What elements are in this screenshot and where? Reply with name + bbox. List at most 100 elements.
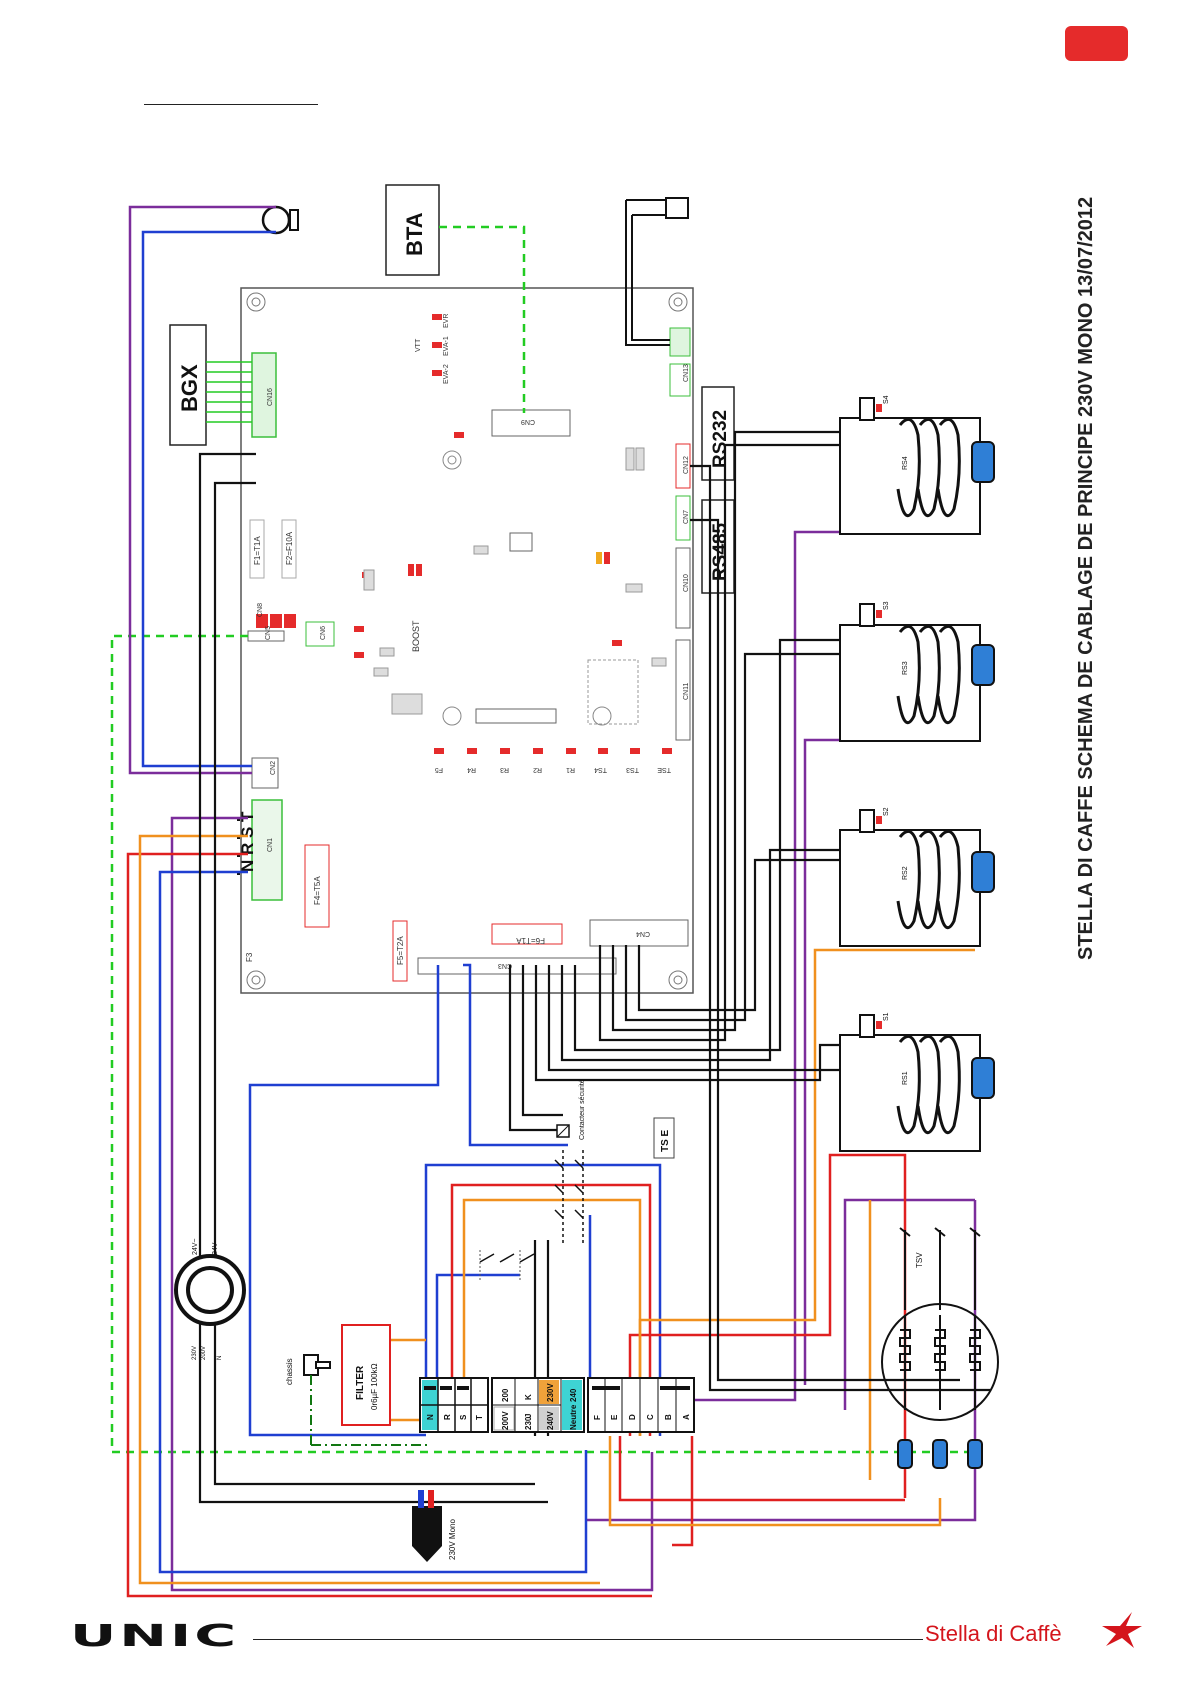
thermal-switch-icon — [479, 1253, 535, 1263]
terminal-d: D — [628, 1414, 637, 1420]
heater-group-2 — [839, 809, 995, 947]
vtt-label: VTT — [415, 338, 422, 352]
transformer-out-1: 230V — [192, 1346, 198, 1360]
heater-rs1-label: RS1 — [902, 1071, 909, 1085]
terminal-r: R — [443, 1414, 452, 1420]
cn16-label: CN16 — [267, 388, 274, 406]
probe-s2-label: S2 — [883, 807, 890, 816]
transformer-out-2: 200V — [201, 1346, 207, 1360]
filter-value: 0r6µF 100kΩ — [370, 1363, 379, 1410]
star-icon — [1102, 1612, 1142, 1648]
led-label-ts3: TS3 — [626, 766, 639, 773]
led-label-r2: R2 — [533, 766, 542, 773]
cn2-label: CN2 — [270, 761, 277, 775]
eva2-label: EVA-2 — [443, 364, 450, 384]
cn3-label: CN3 — [498, 962, 512, 969]
f3-label: F3 — [245, 952, 254, 962]
fuse-f4-label: F4=T5A — [313, 876, 322, 905]
led-label-f5: F5 — [435, 766, 443, 773]
bta-module: BTA — [385, 184, 440, 276]
heater-group-1 — [839, 1014, 995, 1152]
mains-plug-icon: 230V Mono — [412, 1490, 457, 1562]
transformer-in-1: 24V~ — [192, 1238, 199, 1255]
unic-logo: UNIC — [70, 1618, 240, 1654]
heater-rs3-label: RS3 — [902, 661, 909, 675]
page-tab-marker — [1065, 26, 1128, 61]
cn11-label: CN11 — [683, 683, 690, 700]
fuse-f2-label: F2=F10A — [285, 531, 294, 565]
terminal-j: J — [524, 1414, 533, 1418]
rs485-label: RS485 — [710, 522, 731, 581]
terminal-s: S — [459, 1414, 468, 1420]
transformer-in-2: 24V~ — [212, 1238, 219, 1255]
led-label-tse: TSE — [657, 766, 671, 773]
footer-rule — [253, 1639, 923, 1640]
terminal-a: A — [682, 1414, 691, 1420]
cn13-label: CN13 — [683, 364, 690, 382]
led-label-r3: R3 — [500, 766, 509, 773]
cn7-label: CN7 — [683, 510, 690, 524]
probe-s1-label: S1 — [883, 1012, 890, 1021]
emi-filter: FILTER 0r6µF 100kΩ — [341, 1324, 391, 1426]
control-board: BOOST F1=T1A F2=F10A F4=T5A F5=T2A F6=T1… — [237, 287, 694, 994]
flowmeter-icon — [261, 205, 299, 235]
rs232-module: RS232 — [701, 386, 735, 481]
cn12-label: CN12 — [683, 456, 690, 474]
mains-label: 230V Mono — [448, 1519, 457, 1560]
evr-label: EVR — [443, 314, 450, 328]
heater-group-3 — [839, 603, 995, 742]
cn6-label: CN6 — [320, 626, 327, 640]
terminal-k: K — [524, 1394, 533, 1400]
terminal-neutre: Neutre — [569, 1404, 578, 1430]
header-rule — [144, 104, 318, 105]
cn9-label: CN9 — [521, 418, 535, 425]
level-probe-connector — [625, 197, 689, 346]
tse-label: TS E — [660, 1129, 671, 1152]
tse-thermostat: TS E — [653, 1117, 675, 1159]
cn8-label: CN8 — [257, 603, 264, 617]
contactor-label: Contacteur sécurité — [579, 1079, 586, 1140]
cn10-label: CN10 — [683, 574, 690, 592]
terminal-200v: 200V — [501, 1411, 510, 1430]
terminal-n: N — [426, 1414, 435, 1420]
terminal-b: B — [664, 1414, 673, 1420]
transformer: 24V~ 24V~ 230V 200V N — [174, 1238, 246, 1360]
heater-group-4 — [839, 397, 995, 535]
terminal-200: 200 — [501, 1388, 510, 1402]
chassis-ground-icon: chassis — [285, 1354, 430, 1446]
terminal-block: N R S T 200 K 230V 200V 230 J 240V 240 N… — [419, 1377, 695, 1433]
eva1-label: EVA-1 — [443, 336, 450, 356]
bgx-module: BGX — [169, 324, 207, 446]
probe-s3-label: S3 — [883, 601, 890, 610]
steam-heater: TSV — [881, 1227, 999, 1469]
probe-s4-label: S4 — [883, 395, 890, 404]
terminal-f: F — [593, 1415, 602, 1420]
stella-di-caffe-logo: Stella di Caffè — [925, 1621, 1062, 1646]
led-label-r1: R1 — [566, 766, 575, 773]
terminal-240v: 240V — [546, 1411, 555, 1430]
heater-rs4-label: RS4 — [902, 456, 909, 470]
led-label-ts4: TS4 — [594, 766, 607, 773]
boost-label: BOOST — [411, 620, 421, 652]
terminal-c: C — [646, 1414, 655, 1420]
tsv-label: TSV — [915, 1252, 924, 1268]
safety-contactor: Contacteur sécurité — [554, 1079, 586, 1245]
bta-label: BTA — [402, 212, 427, 256]
fuse-f1-label: F1=T1A — [253, 536, 262, 565]
transformer-out-3: N — [217, 1356, 223, 1360]
cn5-label: CN5 — [265, 626, 272, 640]
heater-rs2-label: RS2 — [902, 866, 909, 880]
fuse-f6-label: F6=T1A — [516, 936, 545, 945]
terminal-230: 230 — [524, 1416, 533, 1430]
rs232-label: RS232 — [710, 410, 731, 468]
terminal-e: E — [610, 1414, 619, 1420]
cn1-label: CN1 — [267, 838, 274, 852]
cn4-label: CN4 — [636, 930, 650, 937]
terminal-t: T — [475, 1415, 484, 1420]
fuse-f5-label: F5=T2A — [396, 936, 405, 965]
diagram-title: STELLA DI CAFFE SCHEMA DE CABLAGE DE PRI… — [1075, 197, 1097, 960]
terminal-230v-top: 230V — [546, 1383, 555, 1402]
filter-title: FILTER — [355, 1365, 366, 1400]
led-label-r4: R4 — [467, 766, 476, 773]
